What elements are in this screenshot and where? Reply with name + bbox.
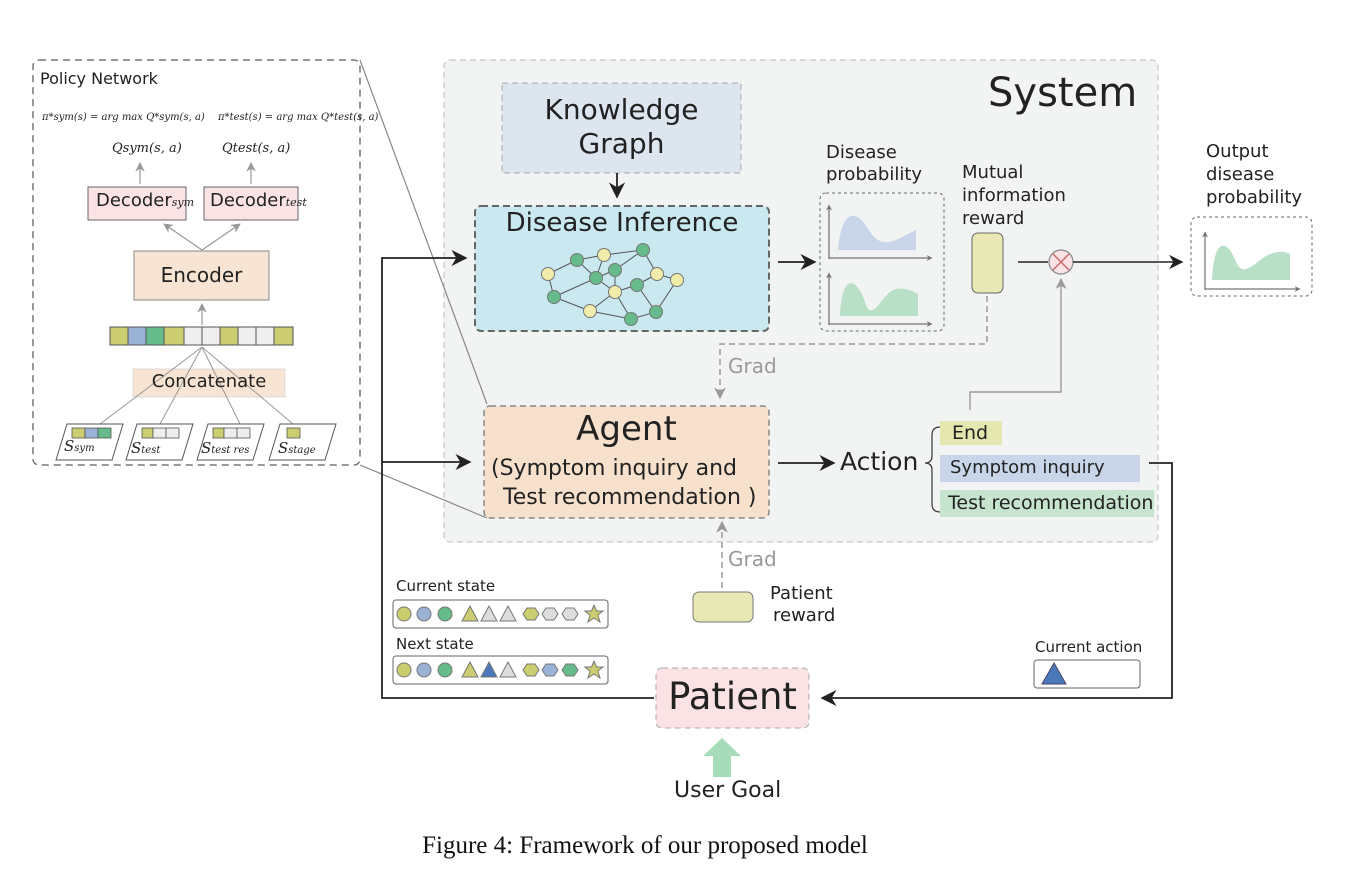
action-symptom-inquiry-label: Symptom inquiry <box>950 457 1105 478</box>
agent-title: Agent <box>576 409 677 449</box>
figure-caption: Figure 4: Framework of our proposed mode… <box>422 832 868 859</box>
user-goal-label: User Goal <box>674 778 782 803</box>
output-probability-label-2: disease <box>1206 164 1275 185</box>
output-probability-label-3: probability <box>1206 187 1303 208</box>
formula-test: π*test(s) = arg max Q*test(s, a) <box>218 112 379 123</box>
agent-box <box>483 405 770 519</box>
mutual-information-label-3: reward <box>962 208 1025 229</box>
grad-lower-label: Grad <box>728 547 777 571</box>
current-state-symbols <box>396 603 605 624</box>
decoder-sym-box <box>87 186 187 221</box>
symptom-inquiry-option-bg <box>940 455 1140 482</box>
current-action-triangle <box>1041 661 1067 685</box>
policy-arrows <box>135 162 256 325</box>
action-to-patient-path <box>820 462 1173 707</box>
q-test-label: Qtest(s, a) <box>222 141 291 156</box>
s-sym-text: S <box>64 437 75 455</box>
current-action-label: Current action <box>1035 638 1143 656</box>
zoom-line-top <box>359 59 488 405</box>
decoder-test-sub: test <box>285 196 307 209</box>
system-title: System <box>988 70 1138 116</box>
s-test-res-label: Stest res <box>201 439 250 457</box>
concatenate-box <box>132 368 286 398</box>
s-test-sub: test <box>141 445 161 456</box>
probability-chart-green <box>826 272 933 327</box>
next-state-symbols <box>396 659 605 680</box>
policy-network-title: Policy Network <box>40 69 158 88</box>
output-probability-label-1: Output <box>1206 141 1269 162</box>
feature-vector <box>109 326 294 346</box>
s-stage-sub: stage <box>288 445 316 456</box>
s-stage-text: S <box>278 439 289 457</box>
current-state-label: Current state <box>396 577 496 595</box>
knowledge-graph-label-1: Knowledge <box>544 93 699 126</box>
end-to-multiply-path <box>969 277 1067 410</box>
user-goal-arrow <box>703 738 741 777</box>
formula-sym: π*sym(s) = arg max Q*sym(s, a) <box>42 112 205 123</box>
knowledge-graph-box <box>501 82 742 174</box>
state-mini-blocks <box>71 427 301 439</box>
output-probability-chart <box>1202 231 1301 292</box>
s-test-text: S <box>131 439 142 457</box>
s-test-label: Stest <box>131 439 161 457</box>
mutual-information-label-2: information <box>962 185 1066 206</box>
end-option-bg <box>940 421 1002 445</box>
action-end-label: End <box>952 422 989 444</box>
decoder-sym-text: Decoder <box>96 190 172 211</box>
patient-label: Patient <box>668 675 797 718</box>
patient-to-agent-path <box>381 453 654 699</box>
decoder-sym-sub: sym <box>171 196 195 209</box>
encoder-box <box>133 250 270 301</box>
s-stage-label: Sstage <box>278 439 316 457</box>
patient-reward-label-2: reward <box>773 605 836 626</box>
disease-inference-label: Disease Inference <box>505 208 739 238</box>
grad-upper-label: Grad <box>728 354 777 378</box>
s-sym-label: Ssym <box>64 437 95 455</box>
action-test-recommendation-label: Test recommendation <box>948 492 1154 514</box>
probability-chart-blue <box>826 204 933 261</box>
encoder-label: Encoder <box>160 263 243 287</box>
action-brace <box>924 426 941 513</box>
s-test-res-sub: test res <box>211 445 250 456</box>
patient-to-inference-path <box>381 249 468 462</box>
output-probability-frame <box>1190 216 1313 297</box>
action-label: Action <box>840 447 919 476</box>
concatenate-label: Concatenate <box>151 371 267 392</box>
mutual-information-reward-box <box>971 232 1004 294</box>
decoder-test-box <box>203 186 299 221</box>
decoder-test-label: Decodertest <box>210 190 307 212</box>
agent-line-2: (Symptom inquiry and <box>491 456 737 481</box>
patient-reward-label-1: Patient <box>770 583 833 604</box>
test-recommendation-option-bg <box>940 490 1154 517</box>
s-sym-sub: sym <box>74 443 95 454</box>
decoder-test-text: Decoder <box>210 190 286 211</box>
q-sym-label: Qsym(s, a) <box>112 141 182 156</box>
disease-probability-label-1: Disease <box>826 142 897 163</box>
patient-reward-box <box>692 591 754 623</box>
patient-box <box>655 667 810 729</box>
mutual-information-label-1: Mutual <box>962 162 1024 183</box>
decoder-sym-label: Decodersym <box>96 190 195 212</box>
s-test-res-text: S <box>201 439 212 457</box>
next-state-label: Next state <box>396 635 474 653</box>
concat-lines <box>99 346 294 425</box>
graph-nodes <box>541 243 684 326</box>
disease-probability-label-2: probability <box>826 164 923 185</box>
grad-upper-path <box>714 296 988 400</box>
knowledge-graph-label-2: Graph <box>578 127 665 160</box>
agent-line-3: Test recommendation ) <box>503 485 757 510</box>
disease-probability-frame <box>819 192 945 332</box>
